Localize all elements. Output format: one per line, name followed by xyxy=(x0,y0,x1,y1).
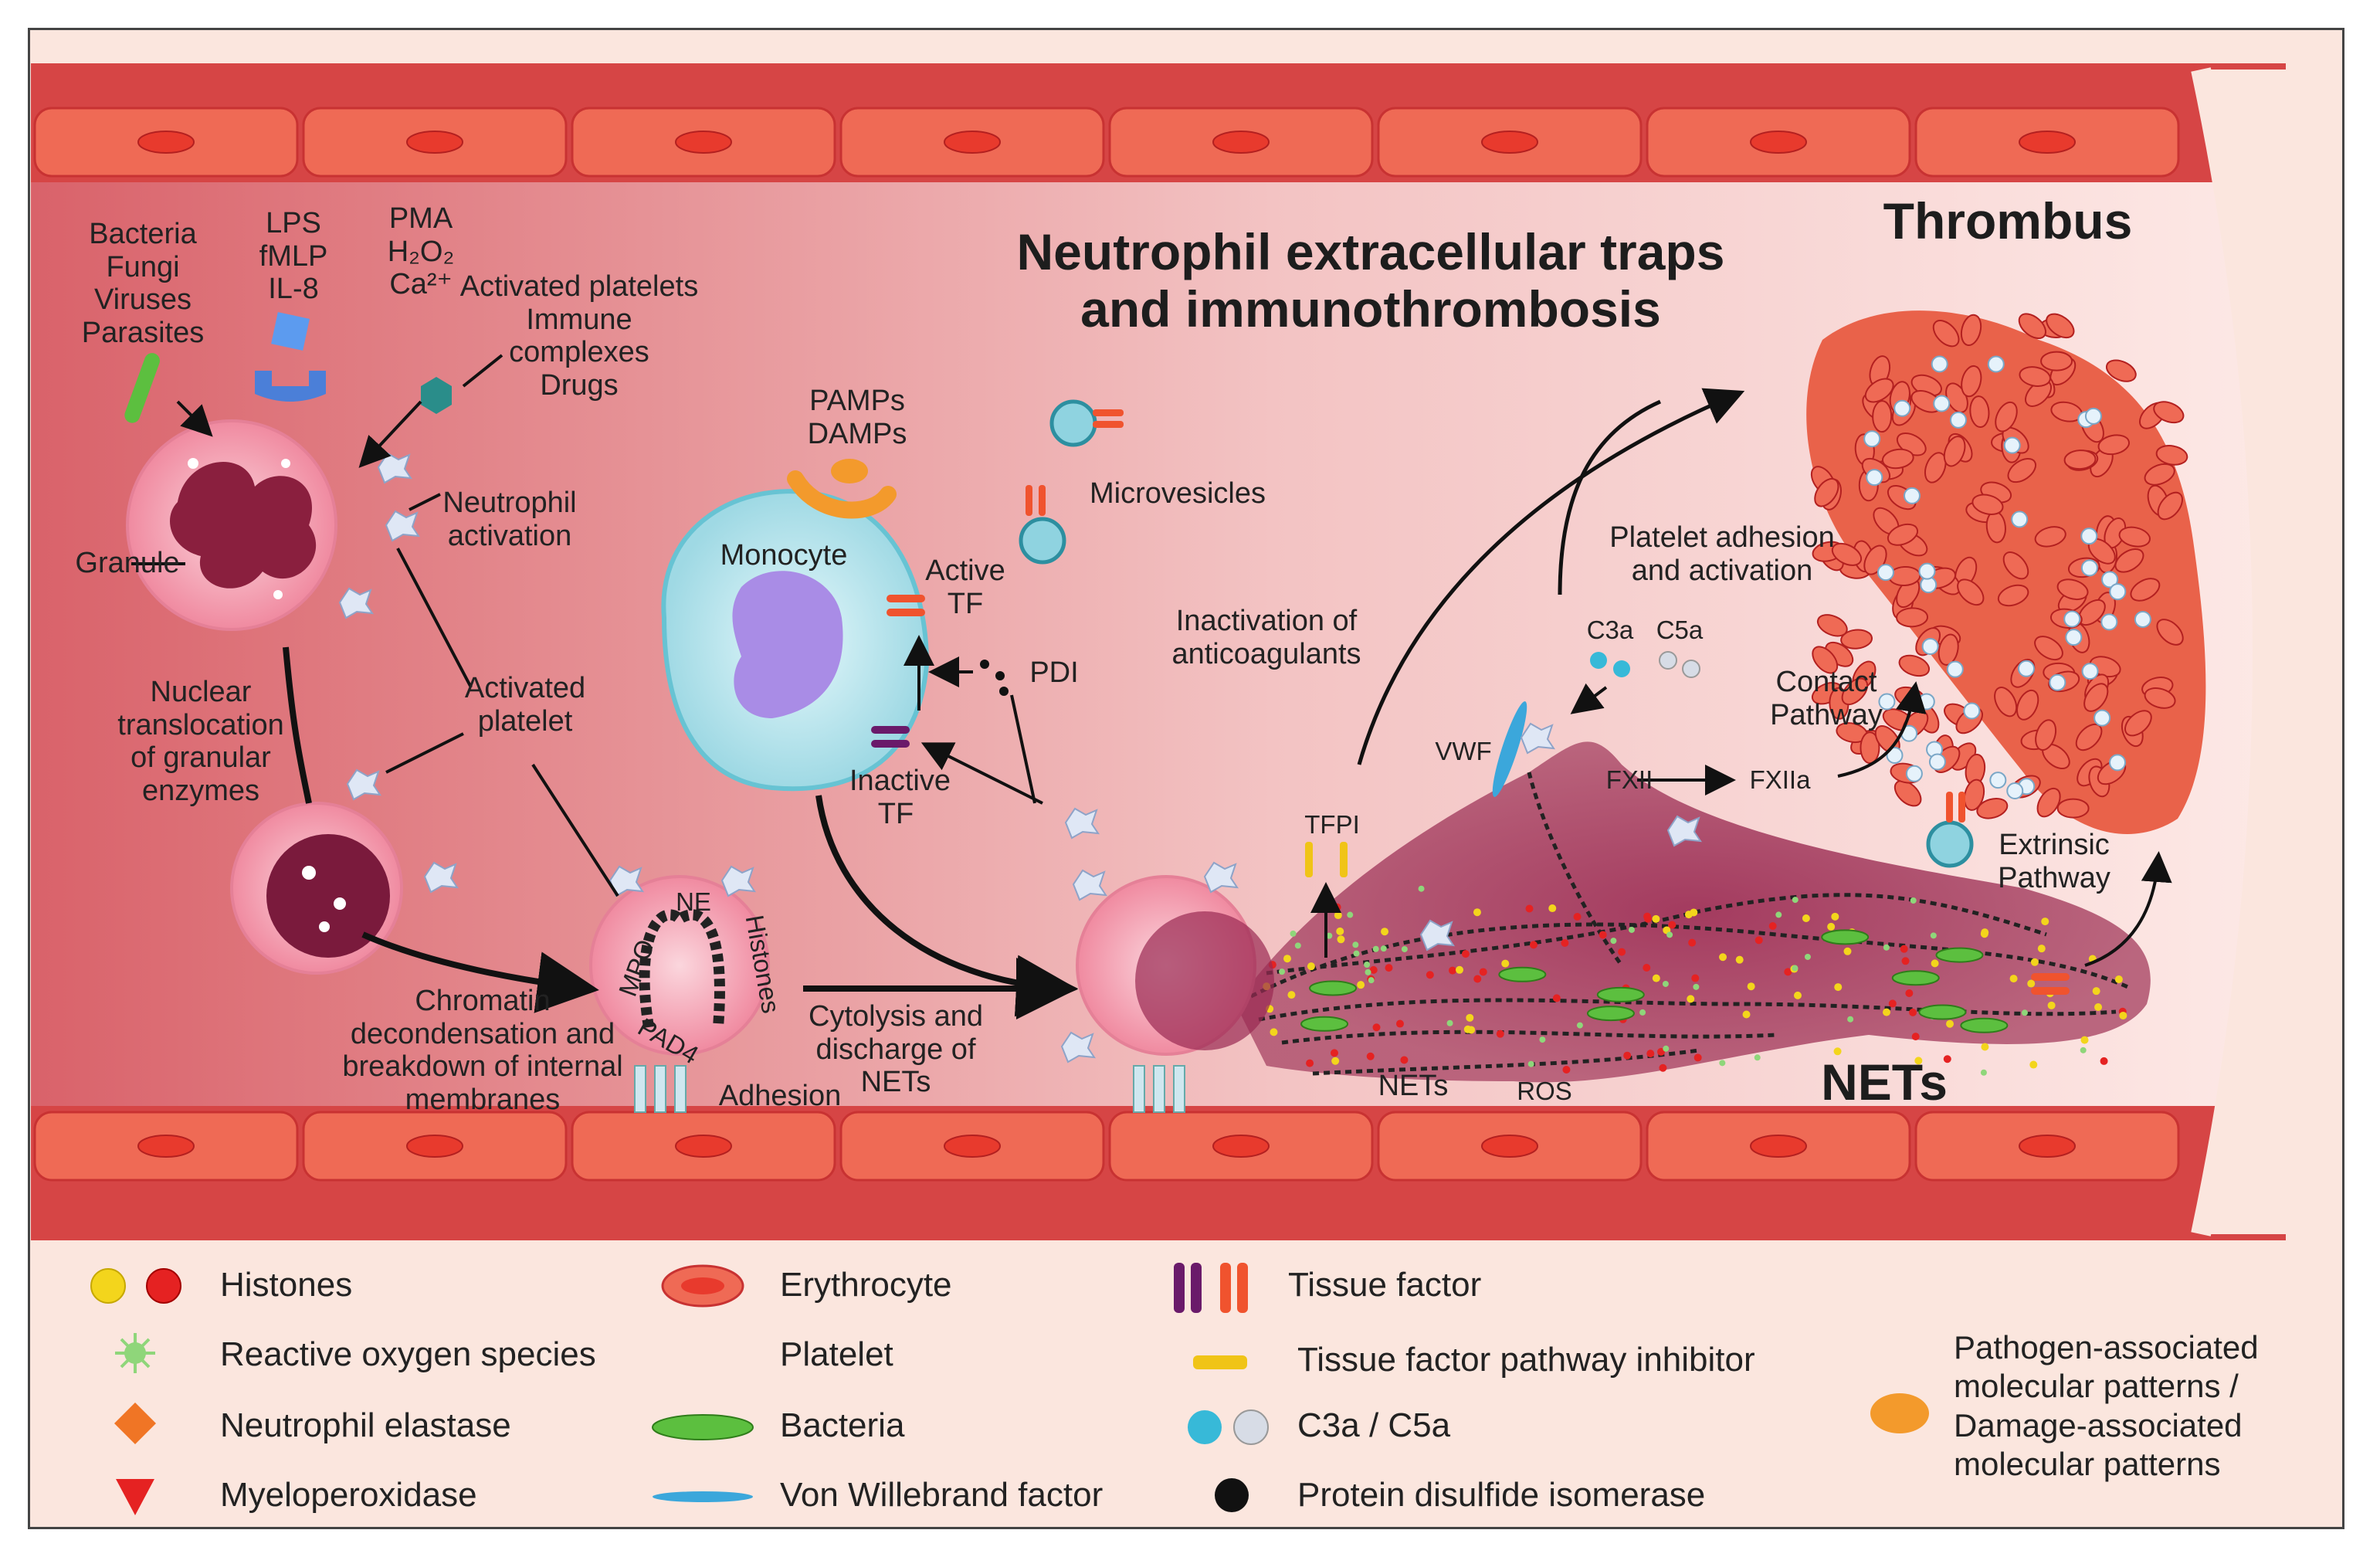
vwf-molecule xyxy=(1492,701,1527,797)
legend-tfpi: Tissue factor pathway inhibitor xyxy=(1297,1341,1755,1379)
adhesion-molecules xyxy=(634,1065,1185,1113)
label-lps: LPS fMLP IL-8 xyxy=(259,207,328,306)
label-tfpi: TFPI xyxy=(1304,810,1360,839)
legend-vwf: Von Willebrand factor xyxy=(780,1476,1104,1514)
label-cytolysis: Cytolysis and discharge of NETs xyxy=(809,1000,983,1099)
pamp-molecules xyxy=(787,459,897,519)
complement xyxy=(1590,651,1700,678)
neutrophil-translocation xyxy=(230,802,403,975)
label-nuclear-translocation: Nuclear translocation of granular enzyme… xyxy=(117,676,284,807)
tissue-factor xyxy=(871,595,2070,995)
label-ne: NE xyxy=(676,887,711,916)
legend-platelet: Platelet xyxy=(780,1335,893,1373)
platelets xyxy=(338,452,1703,1063)
neutrophil-releasing xyxy=(1076,875,1274,1056)
label-contact-pathway: Contact Pathway xyxy=(1770,666,1883,731)
label-pathogens: Bacteria Fungi Viruses Parasites xyxy=(81,218,205,349)
label-fxiia: FXIIa xyxy=(1749,765,1811,794)
tfpi-molecules xyxy=(1305,842,1348,877)
net-mass xyxy=(1236,741,2151,1083)
neutrophil-activated xyxy=(126,419,337,631)
label-c5a: C5a xyxy=(1656,616,1704,644)
microvesicles xyxy=(1019,399,1974,868)
label-ros: ROS xyxy=(1517,1077,1572,1105)
label-granule: Granule xyxy=(75,547,180,579)
monocyte xyxy=(661,489,930,792)
thrombus xyxy=(1806,310,2206,834)
label-activated-platelet: Activated platelet xyxy=(464,672,586,738)
legend-histones: Histones xyxy=(220,1266,353,1304)
label-pdi: PDI xyxy=(1029,656,1079,689)
receptor xyxy=(124,312,452,423)
label-pamps: PAMPs DAMPs xyxy=(807,385,907,450)
legend-ne: Neutrophil elastase xyxy=(220,1406,511,1444)
label-platelet-adhesion: Platelet adhesion and activation xyxy=(1609,521,1835,587)
legend-tf: Tissue factor xyxy=(1288,1266,1482,1304)
label-c3a: C3a xyxy=(1586,616,1634,644)
diagram-title: Neutrophil extracellular traps and immun… xyxy=(1016,223,1725,338)
legend-erythrocyte: Erythrocyte xyxy=(780,1266,952,1304)
label-nets-big: NETs xyxy=(1821,1053,1948,1111)
legend-pamps: Pathogen-associated molecular patterns /… xyxy=(1954,1329,2259,1483)
label-chromatin: Chromatin decondensation and breakdown o… xyxy=(342,985,623,1116)
label-neutrophil-activation: Neutrophil activation xyxy=(442,487,577,552)
label-extrinsic-pathway: Extrinsic Pathway xyxy=(1998,829,2110,894)
label-nets-small: NETs xyxy=(1378,1070,1449,1102)
arrows xyxy=(131,354,2172,1019)
label-thrombus: Thrombus xyxy=(1883,192,2133,249)
label-inactive-tf: Inactive TF xyxy=(849,765,951,830)
label-adhesion: Adhesion xyxy=(718,1080,842,1112)
legend-icons xyxy=(90,1263,1929,1515)
label-vwf: VWF xyxy=(1435,737,1492,765)
endothelium-bottom xyxy=(33,1111,2180,1182)
label-microvesicles: Microvesicles xyxy=(1089,477,1266,510)
legend-bacteria: Bacteria xyxy=(780,1406,905,1444)
label-active-tf: Active TF xyxy=(925,555,1005,620)
label-activated-platelets: Activated platelets Immune complexes Dru… xyxy=(459,270,699,402)
legend-pdi: Protein disulfide isomerase xyxy=(1297,1476,1706,1514)
label-fxii: FXII xyxy=(1605,765,1653,794)
legend-mpo: Myeloperoxidase xyxy=(220,1476,477,1514)
legend-ros: Reactive oxygen species xyxy=(220,1335,596,1373)
label-inactivation: Inactivation of anticoagulants xyxy=(1171,605,1361,670)
legend-c3a-c5a: C3a / C5a xyxy=(1297,1406,1451,1444)
endothelium-top xyxy=(33,107,2180,178)
label-monocyte: Monocyte xyxy=(720,539,848,572)
label-pma: PMA H₂O₂ Ca²⁺ xyxy=(387,202,455,301)
pdi-molecules xyxy=(980,660,1009,696)
